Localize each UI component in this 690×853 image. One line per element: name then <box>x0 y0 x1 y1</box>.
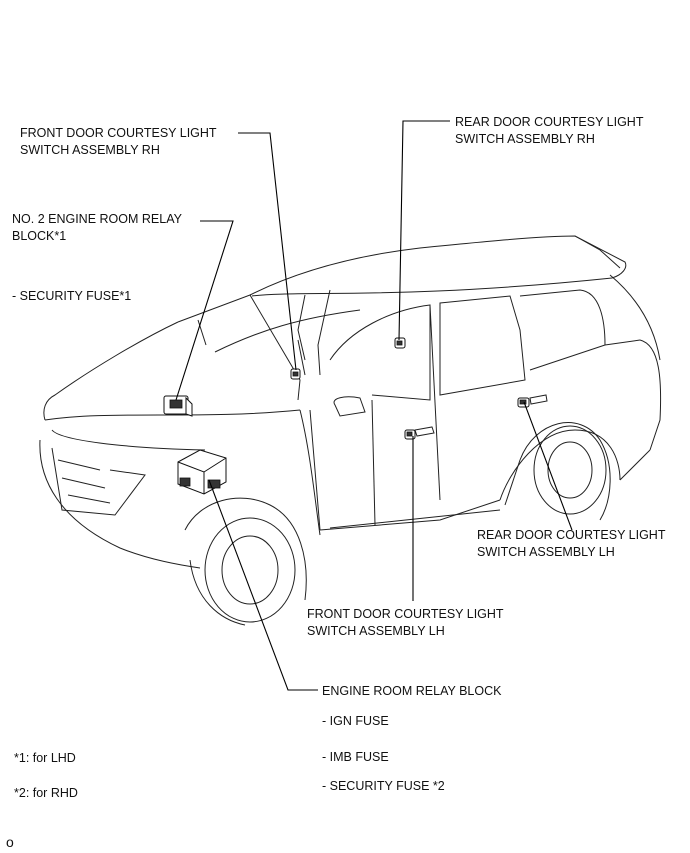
note-rhd: *2: for RHD <box>14 786 78 800</box>
corner-mark: o <box>6 834 14 850</box>
imb-fuse-label: - IMB FUSE <box>322 750 389 764</box>
front-lh-label-line2: SWITCH ASSEMBLY LH <box>307 624 445 638</box>
no2-relay-block-icon <box>163 395 193 417</box>
front-rh-label-line2: SWITCH ASSEMBLY RH <box>20 143 160 157</box>
rear-rh-label-line2: SWITCH ASSEMBLY RH <box>455 132 595 146</box>
engine-relay-block-label: ENGINE ROOM RELAY BLOCK <box>322 684 502 698</box>
rear-rh-switch-label: REAR DOOR COURTESY LIGHT SWITCH ASSEMBLY… <box>455 114 643 148</box>
front-rh-label-line1: FRONT DOOR COURTESY LIGHT <box>20 126 217 140</box>
note-lhd: *1: for LHD <box>14 751 76 765</box>
security-fuse-1-label: - SECURITY FUSE*1 <box>12 289 132 303</box>
leader-lines <box>175 120 573 691</box>
security-fuse-2-label: - SECURITY FUSE *2 <box>322 779 445 793</box>
rear-lh-label-line1: REAR DOOR COURTESY LIGHT <box>477 528 666 542</box>
front-lh-label-line1: FRONT DOOR COURTESY LIGHT <box>307 607 504 621</box>
front-rh-switch-label: FRONT DOOR COURTESY LIGHT SWITCH ASSEMBL… <box>20 125 217 159</box>
rear-lh-label-line2: SWITCH ASSEMBLY LH <box>477 545 615 559</box>
no2-relay-block-label: NO. 2 ENGINE ROOM RELAY BLOCK*1 <box>12 211 182 245</box>
ign-fuse-label: - IGN FUSE <box>322 714 389 728</box>
front-lh-switch-label: FRONT DOOR COURTESY LIGHT SWITCH ASSEMBL… <box>307 606 504 640</box>
no2-relay-label-line1: NO. 2 ENGINE ROOM RELAY <box>12 212 182 226</box>
rear-rh-switch-icon <box>394 337 406 349</box>
rear-lh-switch-label: REAR DOOR COURTESY LIGHT SWITCH ASSEMBLY… <box>477 527 665 561</box>
front-rh-switch-icon <box>290 368 301 380</box>
engine-relay-block-icon <box>177 449 227 495</box>
no2-relay-label-line2: BLOCK*1 <box>12 229 67 243</box>
rear-rh-label-line1: REAR DOOR COURTESY LIGHT <box>455 115 644 129</box>
suv-outline <box>39 235 662 626</box>
rear-lh-switch-icon <box>517 397 530 408</box>
